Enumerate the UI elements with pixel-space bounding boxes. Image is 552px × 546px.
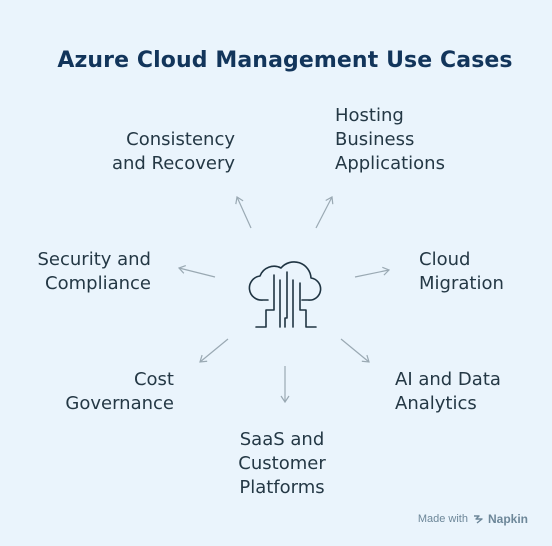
arrow-ai [340, 338, 370, 363]
arrow-consistency [235, 196, 252, 229]
made-with-label: Made with [417, 513, 468, 525]
node-line: Business [335, 129, 415, 150]
node-line: Consistency [126, 129, 235, 150]
node-consistency-recovery: Consistency and Recovery [112, 128, 235, 176]
node-line: Security and [37, 249, 151, 270]
node-saas-customer-platforms: SaaS and Customer Platforms [214, 428, 350, 500]
napkin-logo-icon [473, 515, 483, 524]
napkin-brand-label: Napkin [487, 512, 528, 526]
node-line: and Recovery [111, 153, 235, 174]
node-ai-data-analytics: AI and Data Analytics [395, 368, 501, 416]
node-line: Customer [238, 453, 326, 474]
node-security-compliance: Security and Compliance [37, 248, 151, 296]
node-line: Hosting [335, 105, 404, 126]
node-line: Migration [419, 273, 504, 294]
node-hosting-business-applications: Hosting Business Applications [335, 104, 445, 176]
cloud-circuit-icon [248, 261, 322, 328]
arrow-cloud-migration [354, 266, 391, 278]
node-line: SaaS and [239, 429, 325, 450]
arrow-security [177, 265, 216, 278]
node-line: AI and Data [395, 369, 501, 390]
node-line: Compliance [45, 273, 151, 294]
node-line: Platforms [239, 477, 325, 498]
node-line: Analytics [395, 393, 477, 414]
node-line: Cost [133, 369, 174, 390]
arrow-cost [199, 338, 229, 363]
node-line: Applications [335, 153, 445, 174]
diagram-title: Azure Cloud Management Use Cases [57, 48, 513, 73]
node-line: Governance [65, 393, 174, 414]
node-line: Cloud [419, 249, 471, 270]
made-with-napkin-badge[interactable]: Made with Napkin [418, 512, 528, 526]
arrow-hosting [315, 196, 334, 229]
node-cloud-migration: Cloud Migration [419, 248, 504, 296]
node-cost-governance: Cost Governance [65, 368, 174, 416]
